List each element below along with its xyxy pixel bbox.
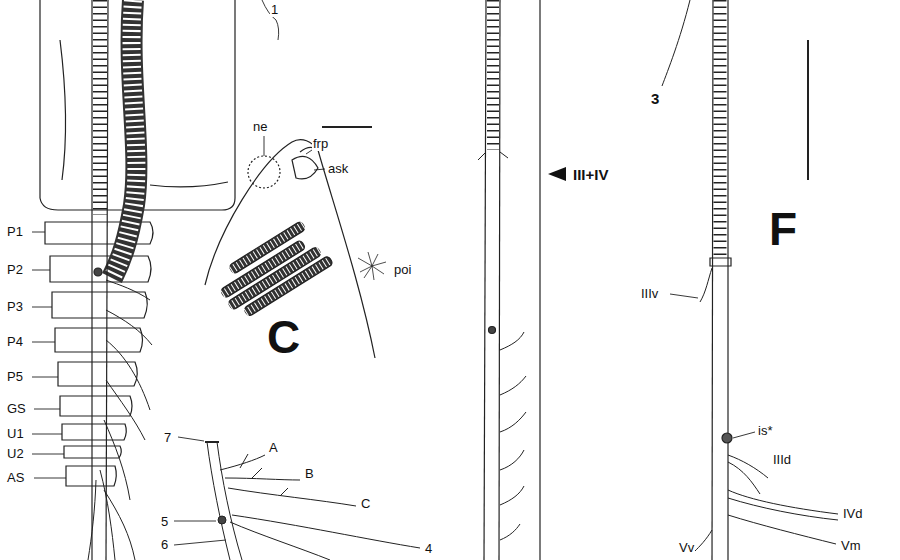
segment-label: P2	[6, 262, 24, 277]
leader-line	[314, 169, 325, 170]
arrowhead	[548, 167, 566, 181]
segment-label: GS	[6, 401, 27, 416]
callout-number: 4	[424, 541, 433, 556]
branched-nerve	[174, 437, 420, 560]
nerve-cord	[499, 0, 500, 560]
muscle-band	[112, 0, 136, 278]
nerve-branches	[88, 280, 152, 560]
cord-ladder	[714, 0, 727, 258]
callout-number: 6	[160, 537, 169, 552]
nerve-label: IVd	[842, 506, 864, 521]
ganglion	[489, 327, 496, 334]
branch-label: B	[304, 466, 315, 481]
nerve-cord	[727, 0, 728, 560]
callout-number: 3	[650, 90, 660, 107]
segment-label: U2	[6, 446, 25, 461]
part-label: poi	[393, 262, 412, 277]
leader-lines	[32, 232, 66, 478]
leader-line	[264, 136, 265, 156]
nerve-label: Vv	[678, 540, 695, 555]
callout-number: 1	[270, 2, 279, 17]
segment-label: AS	[6, 470, 25, 485]
leader-line	[662, 0, 690, 86]
segment-label: U1	[6, 426, 25, 441]
ganglion	[94, 268, 102, 276]
nerve-label: Vm	[840, 538, 862, 553]
ne-organ	[248, 156, 280, 188]
callout-number: 7	[163, 430, 172, 445]
cord-ladder	[487, 0, 499, 150]
ganglion	[722, 433, 732, 443]
nerve-label: IIIv	[640, 286, 659, 301]
part-label: ne	[252, 119, 268, 134]
segment-label: P3	[6, 299, 24, 314]
panel-divider	[539, 0, 540, 560]
nerve-label: IIId	[772, 452, 792, 467]
poi-starburst	[358, 252, 386, 280]
branch-label: C	[360, 496, 371, 511]
nerve-cord	[712, 0, 713, 560]
nerve-label: III+IV	[572, 166, 609, 183]
part-label: ask	[327, 161, 349, 176]
part-label: frp	[312, 136, 329, 151]
scale-bar	[807, 40, 809, 180]
scale-bar	[322, 126, 372, 128]
segment-label: P5	[6, 369, 24, 384]
nerve-cord	[91, 0, 92, 560]
nerve-branches	[478, 152, 526, 540]
callout-number: 5	[160, 514, 169, 529]
segment-node	[710, 258, 731, 266]
panel-letter: F	[768, 205, 798, 253]
muscle-bundles	[212, 218, 334, 322]
branch-label: A	[268, 440, 279, 455]
segment-label: P4	[6, 334, 24, 349]
cord-ladder	[93, 0, 107, 215]
part-label: is*	[757, 423, 773, 438]
segment-plates	[45, 222, 153, 486]
leader-line	[262, 0, 279, 40]
nerve-cord	[484, 0, 486, 560]
segment-label: P1	[6, 224, 24, 239]
ask-organ	[292, 156, 318, 178]
nerve-branches	[670, 268, 838, 552]
muscle-striation	[112, 0, 136, 278]
panel-letter: C	[266, 313, 301, 361]
